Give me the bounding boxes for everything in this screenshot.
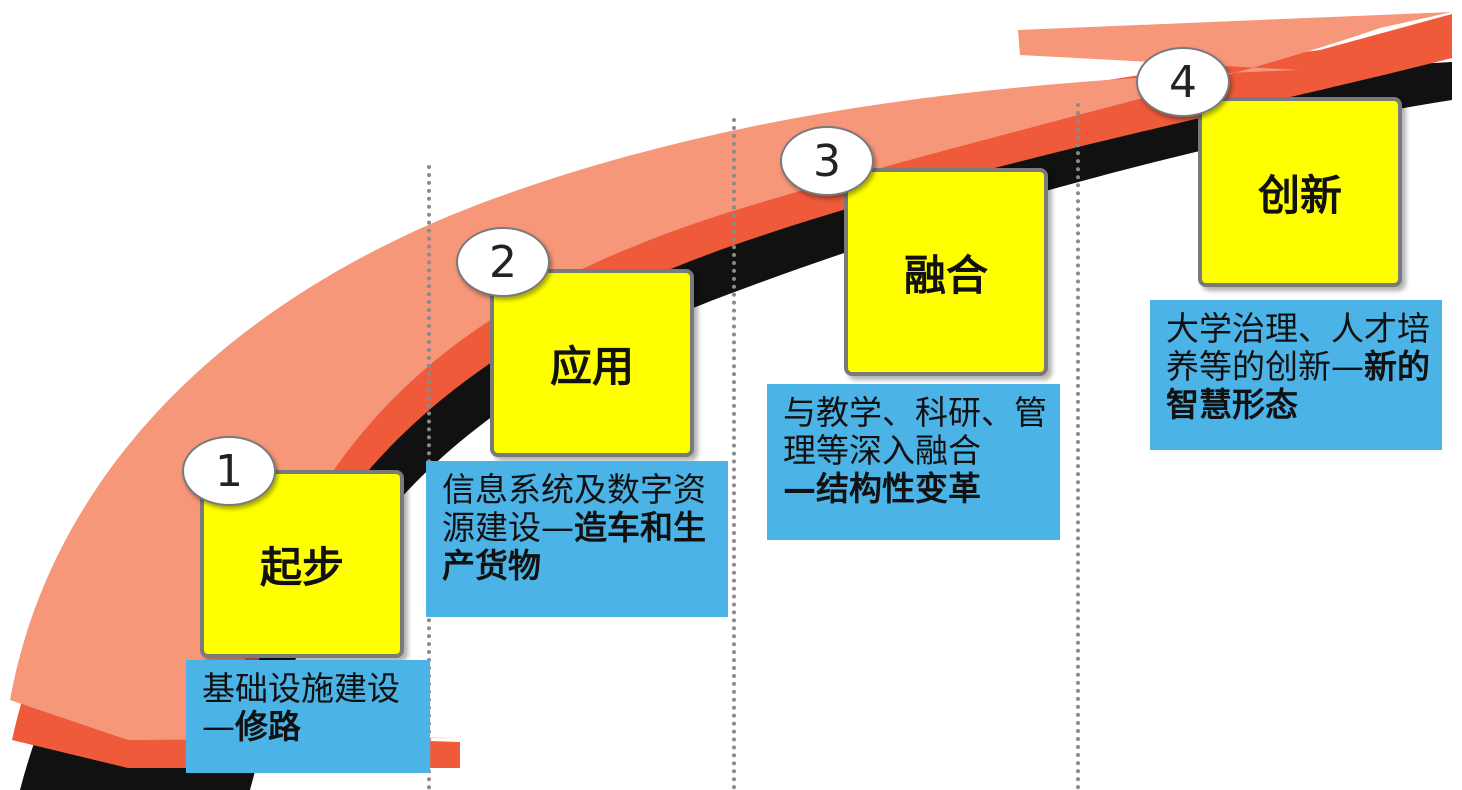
step-4-title: 创新 <box>1257 170 1342 220</box>
step-3-description: 与教学、科研、管理等深入融合—结构性变革 <box>767 384 1060 540</box>
step-4-number: 4 <box>1169 56 1197 108</box>
step-1-number: 1 <box>215 445 243 497</box>
step-3-desc-emphasis: —结构性变革 <box>783 469 981 508</box>
step-3-box: 融合 <box>844 168 1048 376</box>
step-1-desc-emphasis: 修路 <box>235 707 301 746</box>
step-3-number: 3 <box>813 135 841 187</box>
step-2-desc-emphasis: 造车和生产货物 <box>442 508 706 585</box>
step-2-desc-text: 信息系统及数字资源建设— <box>442 470 706 547</box>
step-4-desc-emphasis: 新的智慧形态 <box>1166 347 1430 424</box>
step-4-desc-text: 大学治理、人才培养等的创新— <box>1166 309 1430 386</box>
step-4-box: 创新 <box>1198 97 1402 287</box>
step-1-description: 基础设施建设—修路 <box>186 660 430 773</box>
step-4-number-badge: 4 <box>1136 47 1230 117</box>
arrow-body <box>10 12 1452 740</box>
step-3-title: 融合 <box>903 250 988 300</box>
stage-divider-2 <box>732 118 736 790</box>
step-1-desc-text: 基础设施建设— <box>202 669 400 746</box>
step-2-number: 2 <box>489 236 517 288</box>
step-1-title: 起步 <box>259 542 344 592</box>
step-2-box: 应用 <box>490 269 694 457</box>
step-3-desc-text: 与教学、科研、管理等深入融合 <box>783 393 1047 470</box>
step-3-number-badge: 3 <box>780 126 874 196</box>
step-1-number-badge: 1 <box>182 436 276 506</box>
step-4-description: 大学治理、人才培养等的创新—新的智慧形态 <box>1150 300 1442 450</box>
step-2-title: 应用 <box>549 341 634 391</box>
step-2-number-badge: 2 <box>456 227 550 297</box>
stage-divider-3 <box>1076 103 1080 790</box>
step-2-description: 信息系统及数字资源建设—造车和生产货物 <box>426 461 728 617</box>
